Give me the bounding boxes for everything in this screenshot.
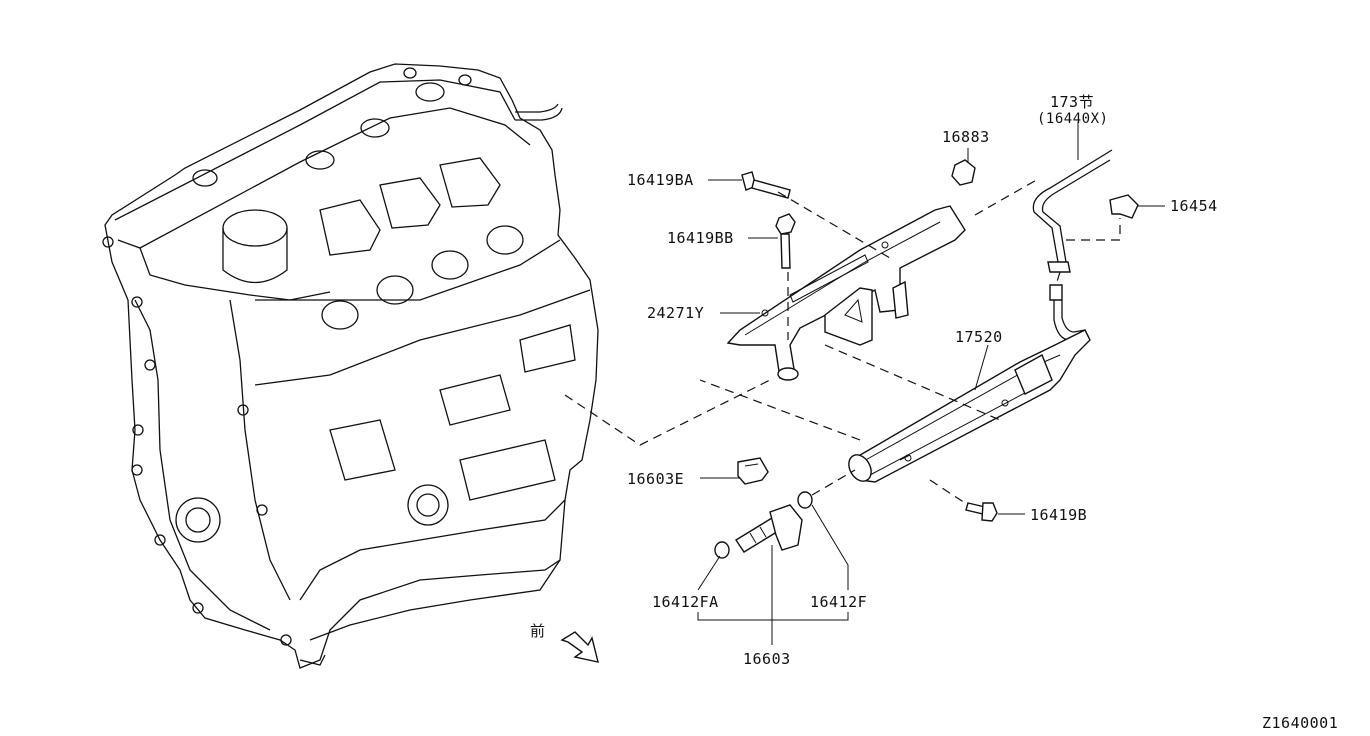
o-ring-16412f-part [797,491,813,509]
leader-lines [697,122,1165,645]
label-16603e: 16603E [627,470,684,488]
clip-16603e-part [737,457,769,485]
label-16419b: 16419B [1030,506,1087,524]
bolt-16419bb-part [775,213,796,269]
front-arrow-icon [560,631,599,663]
o-ring-16412fa-part [714,541,730,559]
label-16412fa: 16412FA [652,593,719,611]
fuel-injector-part [735,504,803,553]
label-24271y: 24271Y [647,304,704,322]
diagram-code: Z1640001 [1262,714,1338,732]
label-17520: 17520 [955,328,1003,346]
front-mark-label: 前 [530,622,546,640]
fuel-hose-part [1032,149,1113,341]
assembly-dashed-lines [564,177,1121,506]
label-16412f: 16412F [810,593,867,611]
clip-16454-part [1109,194,1139,219]
label-16419bb: 16419BB [667,229,734,247]
label-16440x: (16440X) [1037,111,1108,127]
label-16454: 16454 [1170,197,1218,215]
clip-16883-part [951,159,976,186]
label-16419ba: 16419BA [627,171,694,189]
engine-block-illustration [102,63,599,669]
fuel-rail-protector-part [726,205,966,381]
fuel-rail-part [848,329,1091,483]
bolt-16419b-part [965,502,998,522]
bolt-16419ba-part [741,171,791,199]
label-16883: 16883 [942,128,990,146]
label-173: 173节 [1050,93,1094,111]
label-16603: 16603 [743,650,791,668]
